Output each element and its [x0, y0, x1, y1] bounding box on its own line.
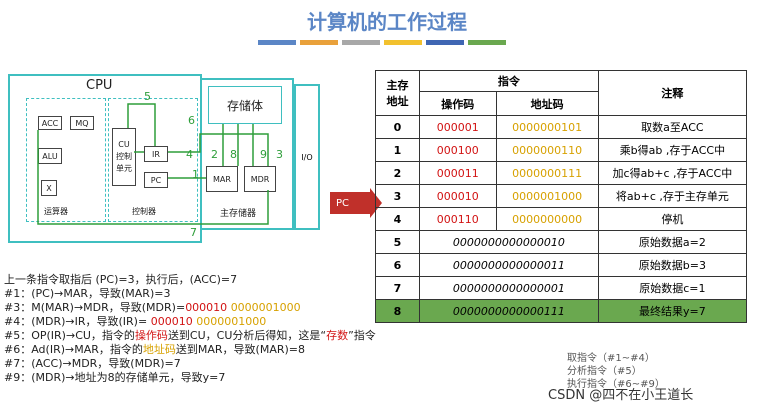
cell-note: 加c得ab+c ,存于ACC中: [597, 161, 748, 185]
cell-addr: 1: [375, 138, 420, 162]
title-stripe: [384, 40, 422, 45]
step-num-2: 2: [211, 148, 218, 161]
watermark: CSDN @四不在小王道长: [548, 388, 694, 403]
note-analyze: 分析指令（#5）: [567, 366, 642, 377]
ir-register: IR: [144, 146, 168, 162]
cell-address-code: 0000000000: [495, 207, 599, 231]
title-stripe: [258, 40, 296, 45]
acc-register: ACC: [38, 116, 62, 130]
title-stripe: [426, 40, 464, 45]
pc-pointer-arrow: PC: [330, 188, 382, 218]
step-line: #1：(PC)→MAR，导致(MAR)=3: [4, 287, 171, 300]
step-line: 上一条指令取指后 (PC)=3，执行后，(ACC)=7: [4, 273, 238, 286]
control-group: [108, 98, 198, 222]
step-num-4: 4: [186, 148, 193, 161]
cell-addr: 3: [375, 184, 420, 208]
title-stripe: [468, 40, 506, 45]
cell-note: 乘b得ab ,存于ACC中: [597, 138, 748, 162]
cell-data: 0000000000000111: [418, 299, 599, 323]
title-stripe: [342, 40, 380, 45]
cell-opcode: 000110: [418, 207, 497, 231]
alu-group: [26, 98, 106, 222]
step-num-8: 8: [230, 148, 237, 161]
header-addr: 主存 地址: [375, 70, 420, 116]
cpu-label: CPU: [86, 78, 113, 93]
cell-data: 0000000000000011: [418, 253, 599, 277]
cell-addr: 6: [375, 253, 420, 277]
cell-address-code: 0000001000: [495, 184, 599, 208]
main-memory-box: [200, 78, 294, 230]
mar-register: MAR: [206, 166, 238, 192]
alu-group-label: 运算器: [44, 207, 68, 216]
computer-diagram: CPU 运算器 ACC MQ ALU X 控制器 CU 控制 单元 IR PC …: [8, 74, 320, 249]
side-note: 取指令（#1~#4） 分析指令（#5） 执行指令（#6~#9）: [567, 352, 665, 391]
step-num-9: 9: [260, 148, 267, 161]
alu-unit: ALU: [38, 148, 62, 164]
header-address-code: 地址码: [495, 91, 599, 116]
cell-addr: 4: [375, 207, 420, 231]
cell-opcode: 000010: [418, 184, 497, 208]
step-num-6: 6: [188, 114, 195, 127]
cell-address-code: 0000000110: [495, 138, 599, 162]
cell-data: 0000000000000010: [418, 230, 599, 254]
step-line: #3：M(MAR)→MDR，导致(MDR)=000010 0000001000: [4, 301, 301, 314]
step-num-5: 5: [144, 90, 151, 103]
x-register: X: [41, 180, 57, 196]
cu-unit: CU 控制 单元: [112, 128, 136, 186]
mdr-register: MDR: [244, 166, 276, 192]
step-line: #5：OP(IR)→CU，指令的操作码送到CU，CU分析后得知，这是“存数”指令: [4, 329, 376, 342]
step-num-7: 7: [190, 226, 197, 239]
io-box: I/O: [294, 84, 320, 230]
cell-note: 将ab+c ,存于主存单元: [597, 184, 748, 208]
control-group-label: 控制器: [132, 207, 156, 216]
main-memory-label: 主存储器: [220, 209, 257, 219]
title-stripes: [258, 40, 506, 45]
note-execute: 执行指令（#6~#9）: [567, 379, 665, 390]
step-line: #6：Ad(IR)→MAR，指令的地址码送到MAR，导致(MAR)=8: [4, 343, 305, 356]
cell-note: 取数a至ACC: [597, 115, 748, 139]
step-num-1: 1: [192, 168, 199, 181]
cell-addr: 2: [375, 161, 420, 185]
cell-opcode: 000001: [418, 115, 497, 139]
cell-opcode: 000100: [418, 138, 497, 162]
title-stripe: [300, 40, 338, 45]
cell-note: 原始数据b=3: [597, 253, 748, 277]
cell-address-code: 0000000111: [495, 161, 599, 185]
cell-opcode: 000011: [418, 161, 497, 185]
mq-register: MQ: [70, 116, 94, 130]
cell-note: 停机: [597, 207, 748, 231]
header-instr: 指令: [418, 69, 599, 93]
cell-note: 最终结果y=7: [597, 299, 748, 323]
step-line: #7：(ACC)→MDR，导致(MDR)=7: [4, 357, 181, 370]
step-line: #4：(MDR)→IR，导致(IR)= 000010 0000001000: [4, 315, 267, 328]
header-opcode: 操作码: [418, 91, 497, 116]
cell-addr: 5: [375, 230, 420, 254]
header-note: 注释: [597, 70, 748, 116]
cell-address-code: 0000000101: [495, 115, 599, 139]
cell-data: 0000000000000001: [418, 276, 599, 300]
page-title: 计算机的工作过程: [307, 10, 467, 34]
step-num-3: 3: [276, 148, 283, 161]
storage-body: 存储体: [208, 86, 282, 124]
step-line: #9：(MDR)→地址为8的存储单元，导致y=7: [4, 371, 226, 384]
cell-addr: 8: [375, 299, 420, 323]
steps-list: 上一条指令取指后 (PC)=3，执行后，(ACC)=7 #1：(PC)→MAR，…: [4, 273, 464, 385]
diagram-arrows: 1 2 3 4 5 6 7 8 9: [37, 90, 283, 239]
cell-addr: 0: [375, 115, 420, 139]
note-fetch: 取指令（#1~#4）: [567, 353, 655, 364]
cell-note: 原始数据a=2: [597, 230, 748, 254]
pc-register: PC: [144, 172, 168, 188]
cell-note: 原始数据c=1: [597, 276, 748, 300]
